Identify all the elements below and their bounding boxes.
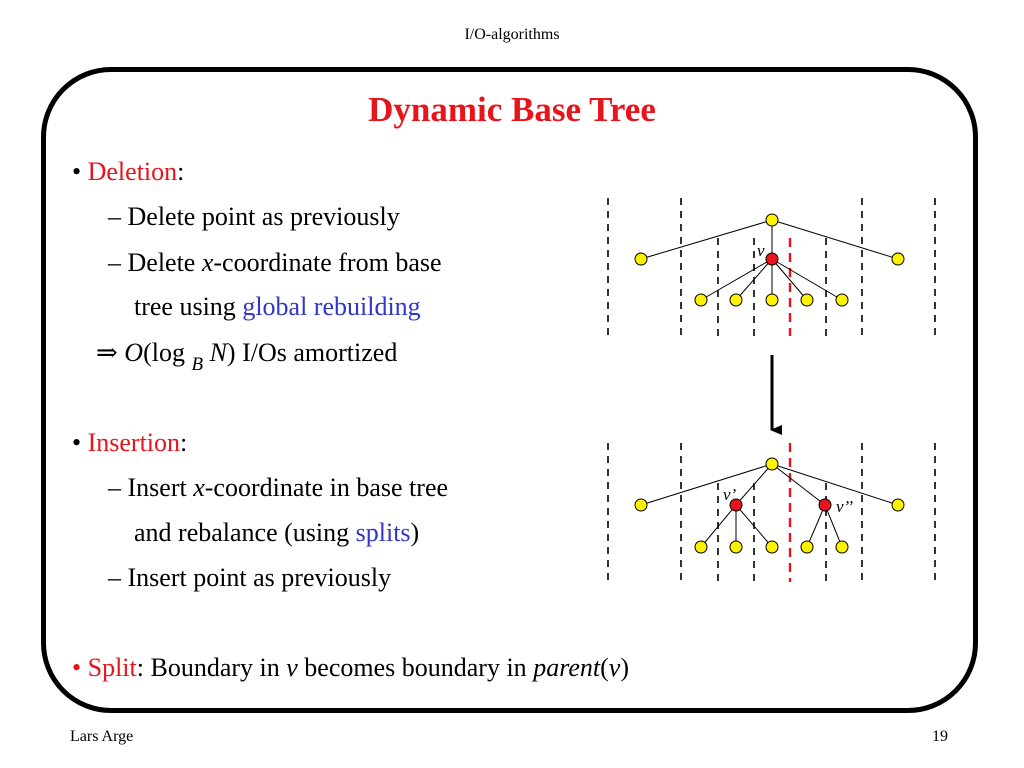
insertion-heading: • Insertion: bbox=[72, 428, 187, 458]
footer-author: Lars Arge bbox=[70, 728, 134, 745]
deletion-item-2-suffix: -coordinate from base bbox=[213, 248, 442, 277]
deletion-label: Deletion bbox=[87, 157, 178, 186]
split-text-a: : Boundary in bbox=[136, 653, 287, 682]
log-base-subscript: B bbox=[191, 354, 204, 375]
split-line: • Split: Boundary in v becomes boundary … bbox=[72, 653, 629, 683]
split-text-b: becomes boundary in bbox=[297, 653, 534, 682]
insertion-colon: : bbox=[180, 428, 188, 457]
bottom-left-node bbox=[634, 498, 648, 512]
bottom-leaf-3 bbox=[765, 540, 779, 554]
insertion-item-2-prefix: and rebalance (using bbox=[134, 518, 356, 547]
splits-term: splits bbox=[355, 518, 411, 547]
bottom-nodes bbox=[634, 457, 905, 554]
split-paren-close: ) bbox=[620, 653, 629, 682]
insertion-item-3: – Insert point as previously bbox=[108, 563, 392, 592]
bottom-leaf-5 bbox=[835, 540, 849, 554]
bottom-edges bbox=[640, 463, 899, 548]
bottom-v-prime-label: v’ bbox=[723, 485, 737, 504]
deletion-item-2-x: x bbox=[201, 248, 214, 277]
result-text: I/Os amortized bbox=[235, 338, 398, 367]
deletion-colon: : bbox=[177, 157, 185, 186]
slide-header: I/O-algorithms bbox=[464, 26, 560, 43]
top-leaf-4 bbox=[800, 293, 814, 307]
bottom-leaf-2 bbox=[729, 540, 743, 554]
bottom-boundaries bbox=[607, 443, 936, 582]
top-right-node bbox=[891, 252, 905, 266]
deletion-item-3: tree using global rebuilding bbox=[134, 292, 421, 322]
split-v2: v bbox=[608, 653, 621, 682]
deletion-result: ⇒ O(log B N) I/Os amortized bbox=[96, 338, 398, 375]
bottom-v-double-prime-label: v’’ bbox=[836, 497, 853, 516]
deletion-item-2: – Delete x-coordinate from base bbox=[108, 248, 442, 278]
split-parent: parent bbox=[533, 653, 601, 682]
split-bullet: • bbox=[72, 653, 82, 682]
global-rebuilding-term: global rebuilding bbox=[242, 292, 421, 321]
insertion-item-2: and rebalance (using splits) bbox=[134, 518, 419, 548]
big-o-symbol: O bbox=[124, 338, 144, 367]
top-edges bbox=[640, 219, 899, 301]
insertion-item-1-prefix: – Insert bbox=[108, 473, 194, 502]
footer-page-number: 19 bbox=[932, 728, 948, 745]
top-leaf-5 bbox=[835, 293, 849, 307]
insertion-item-2-suffix: ) bbox=[410, 518, 420, 547]
slide-title: Dynamic Base Tree bbox=[368, 90, 656, 129]
bottom-v-double-prime-node bbox=[818, 498, 832, 512]
bottom-v-prime-node bbox=[729, 498, 743, 512]
deletion-bullet: • bbox=[72, 157, 82, 186]
bottom-right-node bbox=[891, 498, 905, 512]
slide-frame bbox=[41, 67, 978, 713]
top-root-node bbox=[765, 213, 779, 227]
top-leaf-2 bbox=[729, 293, 743, 307]
close-paren: ) bbox=[226, 338, 236, 367]
top-boundaries bbox=[607, 198, 936, 336]
insertion-label: Insertion bbox=[87, 428, 181, 457]
n-symbol: N bbox=[209, 338, 227, 367]
insertion-item-1: – Insert x-coordinate in base tree bbox=[108, 473, 448, 503]
top-left-node bbox=[634, 252, 648, 266]
insertion-bullet: • bbox=[72, 428, 82, 457]
log-text: (log bbox=[143, 338, 185, 367]
top-v-label: v bbox=[757, 241, 765, 260]
deletion-item-3-prefix: tree using bbox=[134, 292, 243, 321]
top-leaf-1 bbox=[694, 293, 708, 307]
top-leaf-3 bbox=[765, 293, 779, 307]
split-paren-open: ( bbox=[600, 653, 609, 682]
top-v-node bbox=[765, 252, 779, 266]
insertion-item-1-suffix: -coordinate in base tree bbox=[204, 473, 449, 502]
deletion-item-2-prefix: – Delete bbox=[108, 248, 202, 277]
deletion-heading: • Deletion: bbox=[72, 157, 184, 187]
split-v1: v bbox=[286, 653, 298, 682]
bottom-leaf-1 bbox=[694, 540, 708, 554]
implies-symbol: ⇒ bbox=[96, 338, 118, 367]
split-label: Split bbox=[87, 653, 137, 682]
bottom-root-node bbox=[765, 457, 779, 471]
top-nodes bbox=[634, 213, 905, 307]
deletion-item-1: – Delete point as previously bbox=[108, 202, 400, 231]
insertion-item-1-x: x bbox=[193, 473, 205, 502]
bottom-leaf-4 bbox=[800, 540, 814, 554]
